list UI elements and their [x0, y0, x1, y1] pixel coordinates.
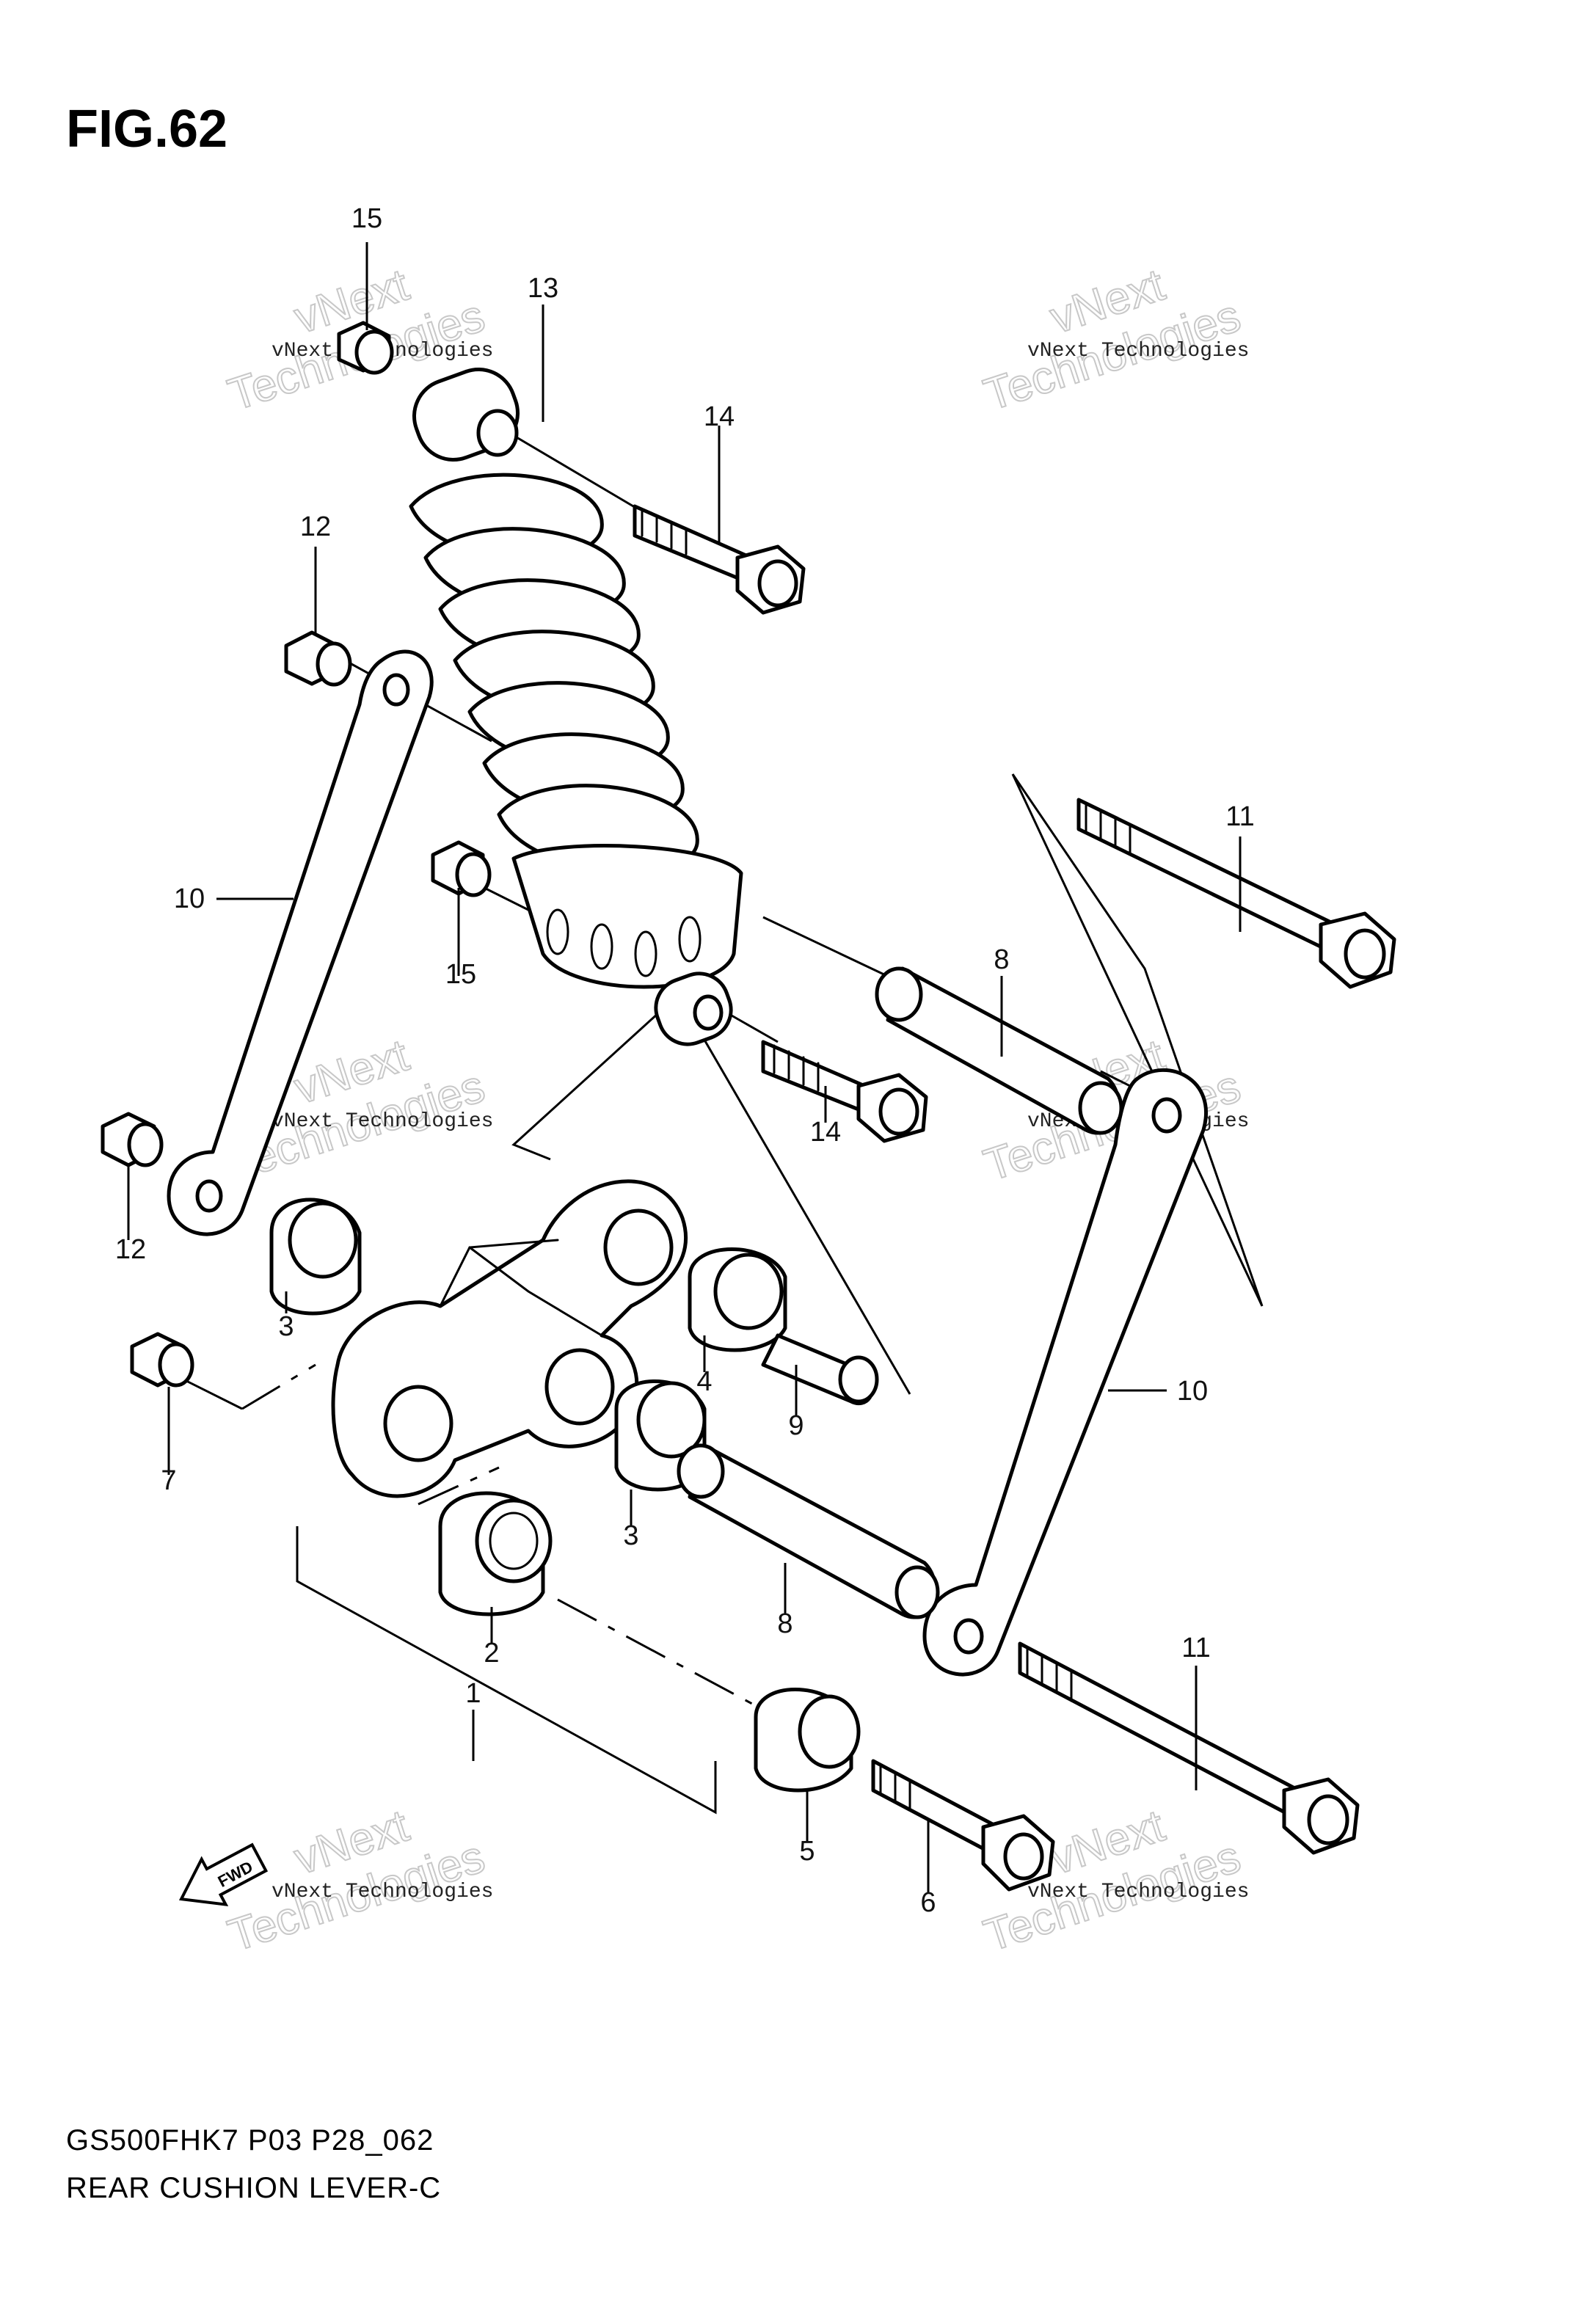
figure-title: FIG.62 [66, 100, 227, 158]
link-10-left [167, 649, 434, 1236]
nut-15-top [337, 321, 394, 375]
callout-11-upper: 11 [1225, 801, 1254, 832]
callout-14-top: 14 [704, 401, 735, 432]
bushing-3-upper [269, 1197, 362, 1316]
nut-12-upper [284, 630, 352, 687]
bolt-11-upper [1076, 798, 1396, 989]
callout-1: 1 [465, 1678, 481, 1709]
callout-12-lower: 12 [115, 1234, 146, 1265]
watermark-small: vNext Technologies [1027, 1881, 1249, 1903]
model-code: GS500FHK7 P03 P28_062 [66, 2124, 434, 2157]
cushion-lever [331, 1179, 688, 1498]
callout-3-lower: 3 [623, 1520, 638, 1551]
fwd-arrow-icon: FWD [178, 1842, 269, 1907]
callout-15-lower: 15 [445, 959, 476, 990]
section-title: REAR CUSHION LEVER-C [66, 2172, 441, 2204]
bushing-2 [438, 1491, 553, 1616]
nut-15-lower [431, 840, 492, 897]
spacer-8-lower [677, 1443, 940, 1619]
bolt-14-lower [761, 1040, 928, 1143]
callout-6: 6 [920, 1887, 936, 1918]
callout-10-left: 10 [174, 883, 205, 914]
callout-10-right: 10 [1177, 1376, 1208, 1407]
callout-8-upper: 8 [994, 944, 1009, 975]
callout-8-lower: 8 [777, 1608, 792, 1639]
watermark-group-5: vNext Technologies vNext Technologies [222, 1800, 493, 1963]
nut-7 [130, 1332, 194, 1388]
collar-9 [761, 1333, 879, 1406]
collar-4 [688, 1247, 787, 1352]
nut-12-lower [101, 1112, 164, 1167]
callout-labels: 15 13 14 12 10 15 12 3 7 4 9 3 2 1 5 6 8… [115, 203, 1255, 1918]
callout-9: 9 [788, 1410, 804, 1441]
callout-13: 13 [528, 273, 558, 304]
watermark-small: vNext Technologies [272, 1881, 493, 1903]
callout-2: 2 [484, 1638, 499, 1669]
link-10-right [922, 1068, 1208, 1677]
collar-5 [754, 1688, 861, 1793]
bolt-14-top [633, 504, 806, 615]
callout-11-lower: 11 [1181, 1633, 1210, 1663]
shock-absorber [409, 367, 743, 1046]
callout-7: 7 [161, 1465, 176, 1496]
spacer-8-upper [875, 966, 1123, 1135]
callout-leaders [127, 242, 1242, 1893]
bolt-11-lower [1018, 1641, 1360, 1855]
callout-14-lower: 14 [810, 1117, 841, 1148]
callout-3-upper: 3 [278, 1311, 294, 1342]
watermark-small: vNext Technologies [272, 1110, 493, 1133]
callout-5: 5 [799, 1836, 815, 1867]
watermark-small: vNext Technologies [1027, 340, 1249, 362]
bolt-6 [871, 1759, 1055, 1892]
callout-12-top: 12 [300, 511, 331, 542]
watermark-group-2: vNext Technologies vNext Technologies [977, 259, 1249, 422]
callout-15-top: 15 [351, 203, 382, 234]
callout-4: 4 [696, 1366, 712, 1397]
